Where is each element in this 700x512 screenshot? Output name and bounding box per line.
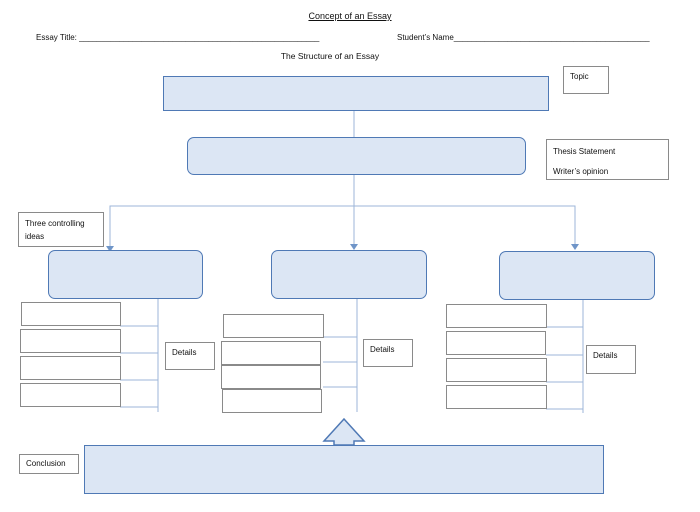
details-label-left: Details [165,342,215,370]
topic-label: Topic [563,66,609,94]
thesis-label-line1: Thesis Statement [553,147,616,156]
detail-field-right-4[interactable] [446,385,547,409]
detail-field-middle-3[interactable] [221,365,321,389]
detail-field-right-2[interactable] [446,331,546,355]
detail-field-left-3[interactable] [20,356,121,380]
student-name-field[interactable]: Student’s Name__________________________… [397,33,650,42]
detail-field-left-2[interactable] [20,329,121,353]
conclusion-box[interactable] [84,445,604,494]
conclusion-label: Conclusion [19,454,79,474]
details-label-right: Details [586,345,636,374]
details-label-middle: Details [363,339,413,367]
topic-box[interactable] [163,76,549,111]
controlling-label-line2: ideas [25,232,45,241]
detail-field-middle-2[interactable] [221,341,321,365]
document-title: Concept of an Essay [308,11,392,21]
thesis-box[interactable] [187,137,526,175]
conclusion-label-text: Conclusion [26,459,66,468]
structure-subtitle: The Structure of an Essay [280,51,380,61]
details-label-right-text: Details [593,351,618,360]
detail-field-right-1[interactable] [446,304,547,328]
detail-field-middle-1[interactable] [223,314,324,338]
controlling-ideas-label: Three controlling ideas [18,212,104,247]
essay-title-field[interactable]: Essay Title: ___________________________… [36,33,320,42]
details-label-middle-text: Details [370,345,395,354]
detail-field-left-1[interactable] [21,302,121,326]
topic-label-text: Topic [570,72,589,81]
up-arrow-icon [322,417,366,446]
idea-box-1[interactable] [48,250,203,299]
controlling-label-line1: Three controlling [25,219,85,228]
detail-field-right-3[interactable] [446,358,547,382]
detail-field-middle-4[interactable] [222,389,322,413]
idea-box-2[interactable] [271,250,427,299]
idea-box-3[interactable] [499,251,655,300]
thesis-label: Thesis Statement Writer’s opinion [546,139,669,180]
detail-field-left-4[interactable] [20,383,121,407]
thesis-label-line2: Writer’s opinion [553,167,609,176]
details-label-left-text: Details [172,348,197,357]
